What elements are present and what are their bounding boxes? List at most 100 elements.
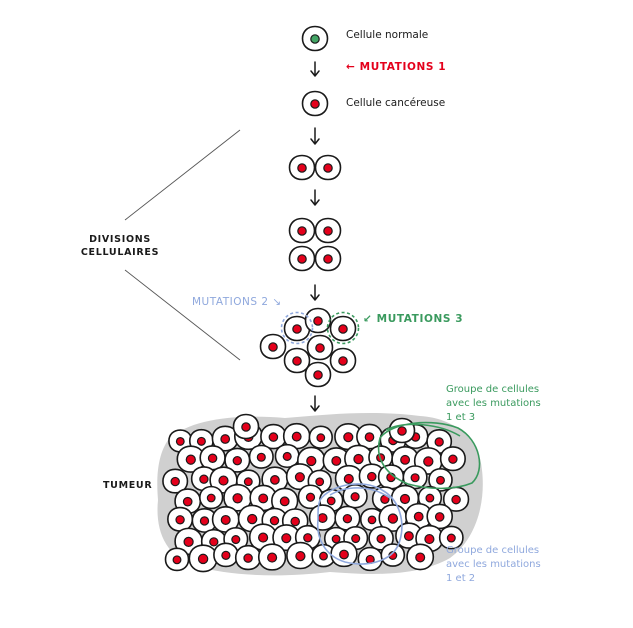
tumor-cell: [297, 446, 326, 475]
tumor-cell: [260, 423, 287, 450]
cell-division-3: [259, 333, 287, 360]
tumor-cell: [342, 484, 368, 509]
tumor-cell: [211, 506, 240, 533]
cell-division-1: [314, 154, 342, 181]
down-arrow-icon: [310, 284, 320, 301]
cell-division-2: [314, 217, 342, 244]
tumor-cell: [391, 446, 419, 473]
tumor-cell: [307, 469, 332, 494]
mutation-2-circle: [280, 311, 314, 345]
tumor-cell: [261, 466, 289, 493]
tumor-cell: [357, 546, 383, 572]
down-arrow-icon: [310, 61, 320, 77]
tumor-cell: [334, 464, 363, 492]
tumor-cell: [281, 508, 309, 534]
tumor-cell: [415, 524, 444, 553]
division-bracket-top: [124, 129, 241, 221]
tumor-cell: [211, 425, 239, 452]
tumor-cell: [378, 504, 408, 532]
tumor-cell: [249, 484, 278, 512]
tumor-cell: [199, 485, 224, 510]
cancer-cell-label: Cellule cancéreuse: [346, 97, 445, 109]
tumor-cell: [311, 543, 336, 568]
cell-division-2: [288, 217, 316, 244]
normal-cell-label: Cellule normale: [346, 29, 428, 41]
tumor-cell: [200, 528, 227, 554]
tumor-cell: [402, 465, 428, 490]
tumor-cell: [319, 488, 344, 513]
tumor-cell: [248, 444, 274, 469]
tumor-cell: [417, 485, 443, 510]
tumor-cell: [209, 466, 238, 494]
tumor-cell: [438, 525, 464, 550]
tumor-cell: [358, 463, 385, 489]
tumor-cell: [323, 526, 349, 551]
tumor-cell: [174, 527, 203, 556]
group-1-3-outline: [377, 421, 481, 490]
tumor-cell: [334, 505, 361, 531]
tumor-cell: [413, 447, 443, 475]
division-bracket-bottom: [124, 269, 241, 361]
tumor-cell: [234, 544, 262, 571]
cell-division-3: [304, 307, 332, 334]
tumor-cell: [377, 464, 405, 490]
cell-division-3: [283, 315, 311, 342]
group-1-3-label-line3: 1 et 3: [446, 412, 475, 423]
tumor-cell: [237, 504, 267, 533]
group-1-2-label-line1: Groupe de cellules: [446, 545, 539, 556]
tumor-cell: [388, 417, 416, 444]
mutation-3-circle: [326, 311, 360, 345]
tumor-cell: [343, 525, 369, 551]
tumor-cell: [271, 487, 299, 514]
tumor-cell: [188, 544, 218, 573]
tumor-cell: [442, 486, 470, 512]
tumor-cell: [426, 503, 454, 530]
tumor-cells: [162, 413, 470, 573]
tumor-cell: [334, 422, 363, 451]
tumor-cell: [439, 446, 466, 472]
cell-division-3: [329, 347, 357, 374]
tumor-cell: [164, 547, 190, 572]
tumor-cell: [168, 429, 193, 453]
divisions-label-line2: CELLULAIRES: [81, 247, 159, 258]
tumor-cell: [322, 447, 351, 474]
cell-division-1: [288, 154, 316, 181]
tumor-cell: [199, 445, 226, 471]
sequence-cells: [259, 25, 357, 388]
normal-cell: [301, 25, 329, 52]
tumor-cell: [380, 543, 406, 567]
tumor-cell: [356, 423, 383, 450]
down-arrow-icon: [310, 127, 320, 145]
tumor-cell: [248, 523, 278, 551]
tumor-label: TUMEUR: [103, 480, 152, 491]
divisions-label-line1: DIVISIONS: [89, 234, 151, 245]
down-arrow-icon: [310, 395, 320, 412]
tumor-cell: [188, 428, 214, 453]
mutations-3-label: ↙ MUTATIONS 3: [363, 313, 463, 325]
group-1-3-label-line2: avec les mutations: [446, 398, 541, 409]
tumor-cell: [162, 468, 189, 494]
cell-division-2: [314, 245, 342, 272]
tumor-cell: [368, 525, 394, 551]
tumor-cell: [282, 422, 311, 450]
tumor-cell: [176, 445, 206, 473]
down-arrow-icon: [310, 189, 320, 206]
tumor-cell: [174, 488, 202, 515]
cell-division-3: [283, 347, 311, 374]
tumor-cell: [308, 425, 333, 449]
tumor-cell: [344, 444, 373, 473]
tumor-cell: [235, 469, 261, 494]
arrow-group: [310, 61, 320, 412]
group-1-2-label-line3: 1 et 2: [446, 573, 475, 584]
tumor-cell: [426, 429, 453, 454]
tumor-cell: [213, 542, 239, 568]
tumor-cell: [297, 484, 324, 510]
tumor-cell: [286, 541, 315, 570]
tumor-cell: [223, 526, 249, 552]
tumor-cell: [330, 540, 358, 568]
tumor-cell: [257, 543, 287, 571]
tumor-cell: [190, 466, 217, 492]
cell-division-3: [306, 334, 334, 361]
tumor-cell: [274, 443, 300, 469]
